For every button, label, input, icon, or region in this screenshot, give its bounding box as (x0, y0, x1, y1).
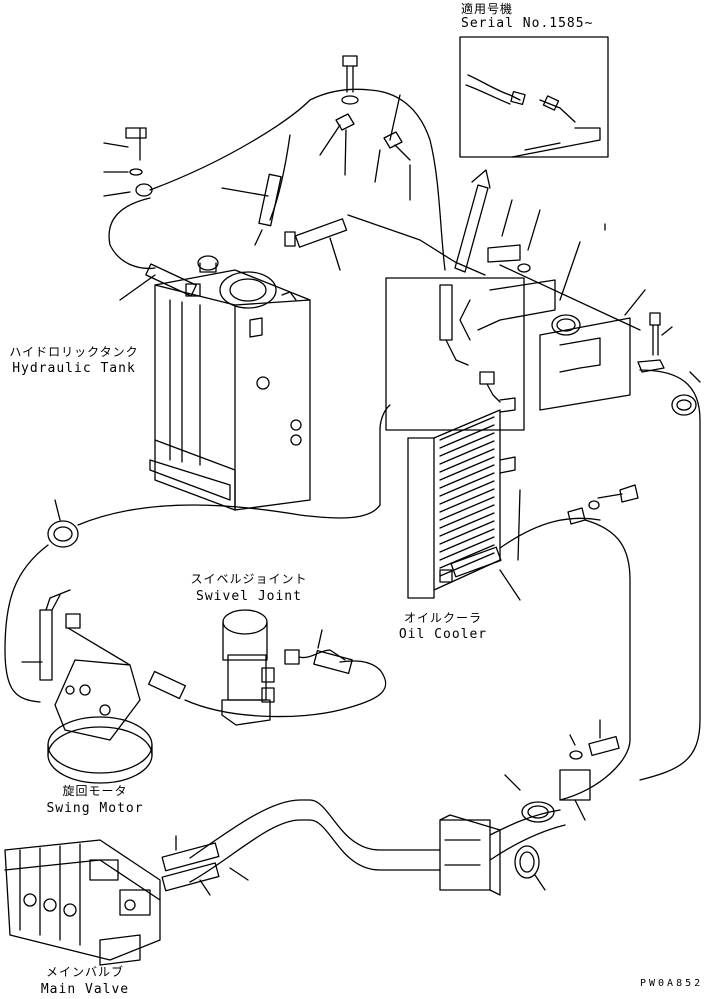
main-valve (4, 839, 161, 966)
serial-label-jp: 適用号機 (461, 2, 514, 16)
oil-cooler-label-jp: オイルクーラ (403, 611, 482, 625)
swing-motor-label-en: Swing Motor (46, 801, 144, 816)
lower-pipes (161, 719, 620, 896)
main-valve-label-jp: メインバルブ (45, 965, 124, 979)
swing-motor (4, 404, 391, 784)
main-valve-label-en: Main Valve (40, 982, 130, 997)
drawing-code: PW0A852 (640, 978, 704, 989)
swivel-joint-label-jp: スイベルジョイント (190, 572, 308, 586)
oil-cooler-label-en: Oil Cooler (398, 627, 488, 642)
upper-hoses (103, 55, 641, 331)
hydraulic-tank-label-jp: ハイドロリックタンク (9, 345, 139, 359)
oil-cooler (385, 199, 701, 801)
inset-arrow (454, 169, 491, 273)
serial-label-en: Serial No.1585~ (461, 16, 594, 31)
swing-motor-label-jp: 旋回モータ (62, 784, 128, 798)
serial-inset-box (459, 36, 609, 158)
swivel-joint (221, 609, 353, 726)
hydraulic-tank (149, 255, 311, 511)
hydraulic-tank-label-en: Hydraulic Tank (12, 361, 136, 376)
swivel-joint-label-en: Swivel Joint (196, 589, 302, 604)
